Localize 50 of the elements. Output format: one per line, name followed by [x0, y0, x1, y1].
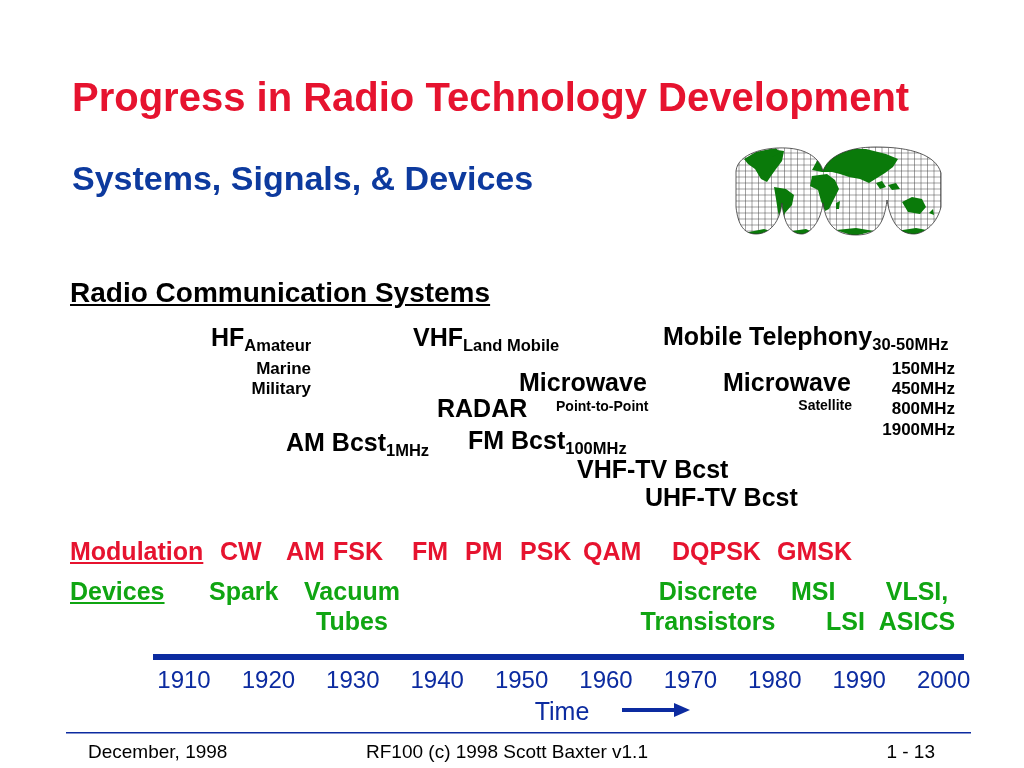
- device-label: Spark: [209, 576, 279, 606]
- year-label: 1930: [325, 665, 381, 694]
- row-heading: Devices: [70, 576, 165, 606]
- modulation-label: DQPSK: [672, 536, 761, 566]
- year-label: 1980: [747, 665, 803, 694]
- modulation-label: AM: [286, 536, 325, 566]
- system-label: HF$_{Amateur}$: [211, 322, 312, 352]
- device-label: MSI: [791, 576, 836, 606]
- section-heading: Radio Communication Systems: [70, 277, 491, 310]
- year-label: 1940: [409, 665, 465, 694]
- slide-subtitle: Systems, Signals, & Devices: [72, 159, 534, 199]
- year-label: 1990: [831, 665, 887, 694]
- year-label: 1950: [493, 665, 550, 694]
- system-label: VHF$_{Land Mobile}$: [413, 322, 560, 352]
- system-label: Mobile Telephony$_{30-50MHz}$: [663, 321, 949, 351]
- modulation-label: PSK: [520, 536, 572, 566]
- modulation-label: FSK: [333, 536, 383, 566]
- year-label: 1970: [662, 665, 719, 694]
- frequency-label: 1900MHz: [882, 420, 955, 441]
- page-number: 1 - 13: [886, 741, 935, 763]
- row-heading: Modulation: [70, 536, 204, 566]
- frequency-label: 450MHz: [891, 379, 955, 400]
- year-label: 1910: [156, 665, 212, 694]
- system-note: Satellite: [798, 397, 852, 414]
- device-label: Vacuum Tubes: [303, 576, 401, 637]
- device-label: Discrete Transistors: [639, 576, 777, 637]
- system-label: Microwave: [723, 367, 851, 397]
- footer-date: December, 1998: [88, 741, 228, 763]
- modulation-label: GMSK: [777, 536, 852, 566]
- system-note: Point-to-Point: [556, 398, 649, 415]
- system-label: FM Bcst$_{100MHz}$: [468, 425, 627, 455]
- axis-label: Time: [533, 696, 591, 726]
- modulation-label: FM: [412, 536, 449, 566]
- system-note: Marine: [256, 359, 311, 380]
- year-label: 2000: [915, 665, 972, 694]
- system-label: AM Bcst$_{1MHz}$: [286, 427, 430, 457]
- device-label: VLSI, ASICS: [877, 576, 957, 637]
- system-note: Military: [251, 379, 311, 400]
- modulation-label: PM: [465, 536, 503, 566]
- system-label: UHF-TV Bcst: [645, 482, 798, 512]
- modulation-label: CW: [220, 536, 262, 566]
- slide-title: Progress in Radio Technology Development: [72, 73, 910, 120]
- frequency-label: 150MHz: [891, 359, 955, 380]
- year-label: 1920: [240, 665, 297, 694]
- year-label: 1960: [578, 665, 634, 694]
- frequency-label: 800MHz: [891, 399, 955, 420]
- modulation-label: QAM: [583, 536, 642, 566]
- system-label: VHF-TV Bcst: [577, 454, 729, 484]
- device-label: LSI: [826, 606, 865, 636]
- footer-credit: RF100 (c) 1998 Scott Baxter v1.1: [366, 741, 648, 763]
